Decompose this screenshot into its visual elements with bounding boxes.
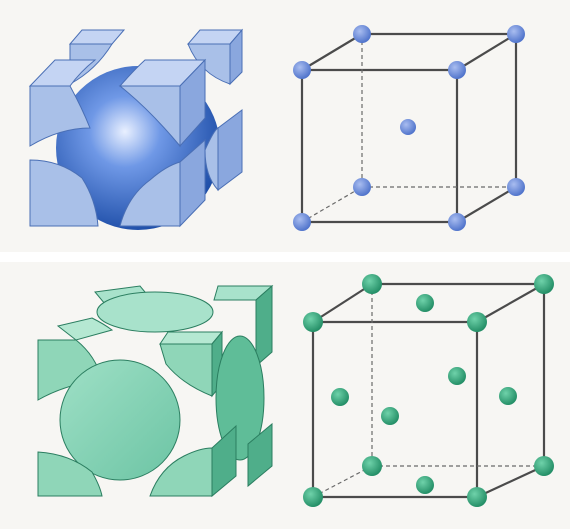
fcc-front-top-right-top <box>160 332 222 344</box>
bcc-atom-corner <box>353 178 371 196</box>
fcc-atom-corner <box>362 456 382 476</box>
bcc-atom-corner <box>507 178 525 196</box>
fcc-atom-face-back <box>448 367 466 385</box>
bcc-lattice-model <box>293 25 525 231</box>
bcc-lattice-atoms <box>293 25 525 231</box>
fcc-lattice-model <box>303 274 554 507</box>
bcc-atom-corner <box>293 61 311 79</box>
fcc-atom-corner <box>534 456 554 476</box>
fcc-atom-face-front <box>381 407 399 425</box>
fcc-atom-face-right <box>499 387 517 405</box>
fcc-front-bottom-right-side <box>212 426 236 496</box>
fcc-atom-face-bottom <box>416 476 434 494</box>
bcc-atom-corner <box>353 25 371 43</box>
fcc-solid-model <box>38 286 272 496</box>
bcc-atom-corner <box>448 213 466 231</box>
fcc-atom-corner <box>467 487 487 507</box>
bcc-atom-center <box>400 119 416 135</box>
fcc-atom-corner <box>362 274 382 294</box>
bcc-solid-model <box>30 30 242 230</box>
fcc-atom-corner <box>303 487 323 507</box>
fcc-atom-corner <box>534 274 554 294</box>
fcc-atom-corner <box>303 312 323 332</box>
fcc-top-face-atom <box>97 292 213 332</box>
fcc-right-back-face <box>256 286 272 366</box>
fcc-atom-corner <box>467 312 487 332</box>
bcc-atom-corner <box>448 61 466 79</box>
bcc-atom-corner <box>293 213 311 231</box>
fcc-atom-face-top <box>416 294 434 312</box>
bcc-atom-corner <box>507 25 525 43</box>
fcc-front-face-atom <box>60 360 180 480</box>
fcc-lattice-atoms <box>303 274 554 507</box>
fcc-atom-face-left <box>331 388 349 406</box>
